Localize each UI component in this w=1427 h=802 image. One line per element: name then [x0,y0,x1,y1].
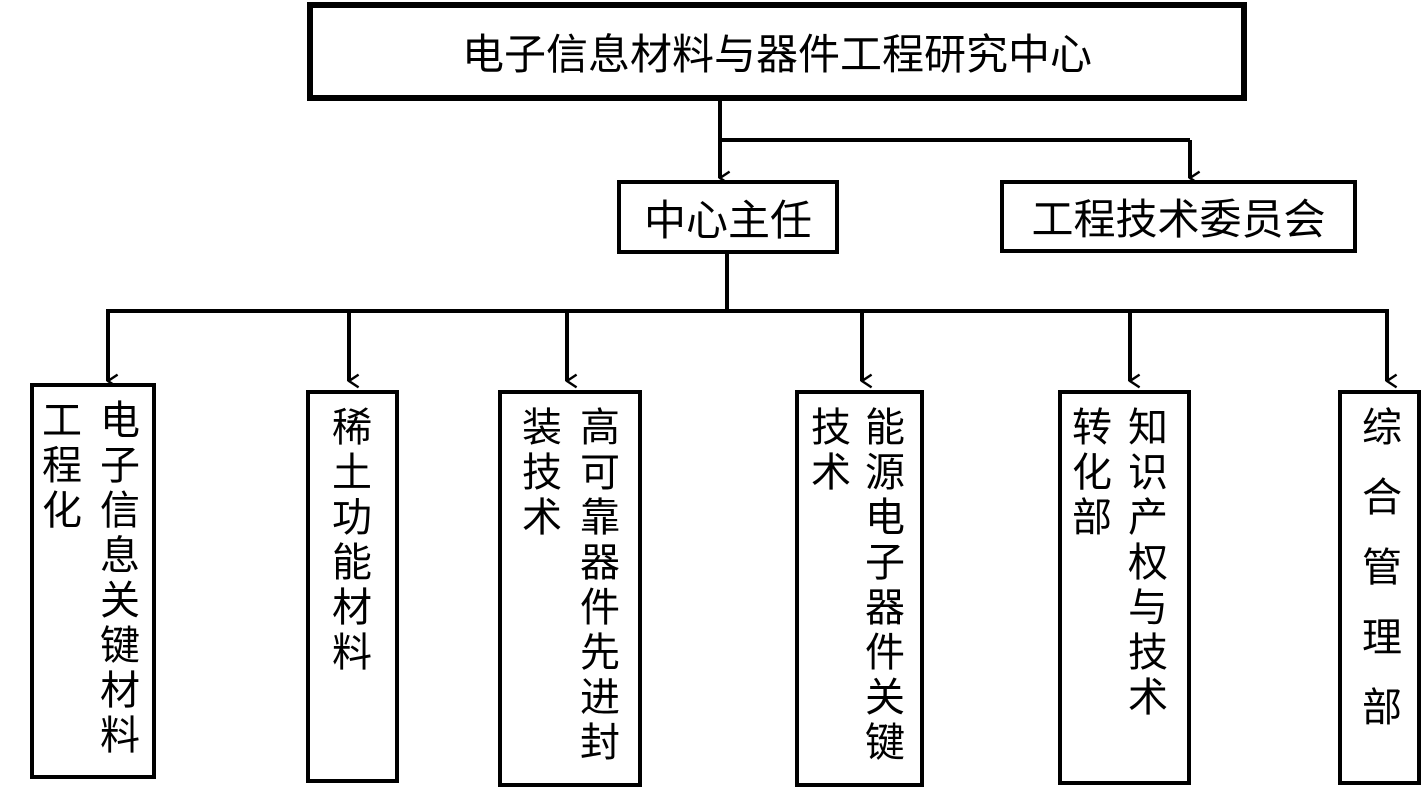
department-label-col-2: 工程化 [35,399,81,534]
committee-box: 工程技术委员会 [1000,180,1357,253]
department-box-ip-transfer: 知识产权与技术 转化部 [1058,390,1191,785]
center-title-box: 电子信息材料与器件工程研究中心 [307,2,1247,101]
department-box-materials: 电子信息关键材料 工程化 [30,383,156,779]
center-title: 电子信息材料与器件工程研究中心 [461,30,1092,79]
director-label: 中心主任 [643,195,812,245]
committee-label: 工程技术委员会 [1031,195,1326,244]
department-label-col-2: 转化部 [1065,406,1111,541]
department-label-col-1: 稀土功能材料 [325,406,371,676]
department-label-col-1: 电子信息关键材料 [93,399,139,759]
department-label-col-1: 综合管理部 [1355,406,1401,756]
department-label-col-2: 技术 [804,406,850,496]
department-box-packaging: 高可靠器件先进封 装技术 [498,390,642,787]
department-label-col-2: 装技术 [515,406,561,541]
department-box-general-management: 综合管理部 [1338,390,1421,785]
department-label-col-1: 高可靠器件先进封 [573,406,619,766]
department-box-rare-earth: 稀土功能材料 [306,390,399,783]
director-box: 中心主任 [617,180,839,254]
department-box-energy-electronics: 能源电子器件关键 技术 [795,390,924,787]
department-label-col-1: 能源电子器件关键 [858,406,904,766]
department-label-col-1: 知识产权与技术 [1121,406,1167,721]
